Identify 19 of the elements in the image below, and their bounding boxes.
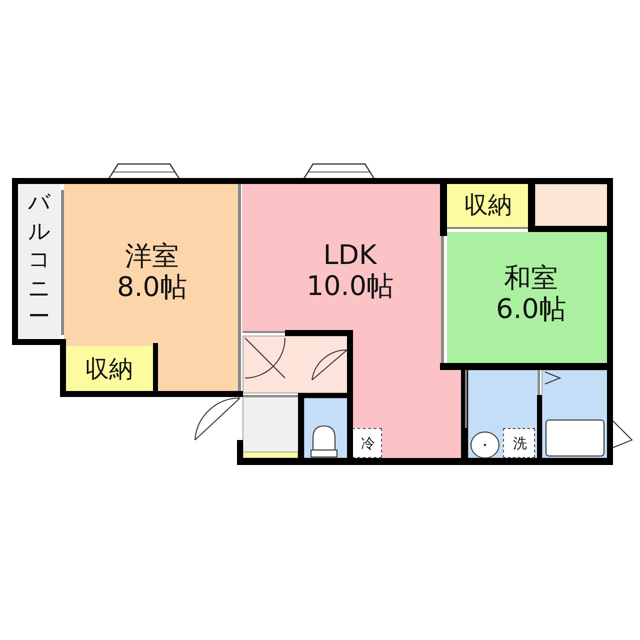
room-name: LDK bbox=[322, 240, 378, 271]
fridge-space bbox=[352, 428, 382, 458]
area-label: 8.0帖 bbox=[117, 272, 187, 304]
room-name: 和室 bbox=[503, 262, 559, 294]
room-name: 収納 bbox=[85, 356, 133, 384]
appliance-label: 洗 bbox=[513, 436, 527, 452]
room-area bbox=[447, 232, 608, 364]
area-label: 6.0帖 bbox=[496, 294, 566, 326]
storage-area bbox=[447, 184, 529, 227]
room-name: 収納 bbox=[464, 192, 512, 220]
storage-area bbox=[64, 346, 154, 391]
room-name: バルコニー bbox=[28, 190, 50, 332]
balcony-area bbox=[18, 184, 60, 338]
room-name: 洋室 bbox=[124, 240, 180, 272]
washer-space bbox=[503, 428, 535, 458]
area-label: 10.0帖 bbox=[306, 271, 394, 302]
room-area bbox=[64, 184, 239, 391]
room-area bbox=[242, 183, 464, 458]
appliance-label: 冷 bbox=[361, 436, 375, 452]
